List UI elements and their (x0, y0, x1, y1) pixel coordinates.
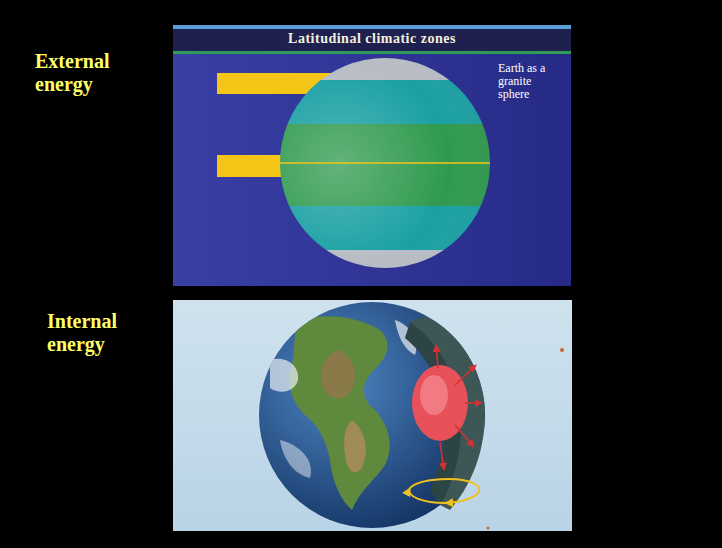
climate-panel (173, 25, 571, 286)
section-label: External energy (35, 50, 155, 96)
granite-sphere (270, 55, 500, 275)
panel-title: Latitudinal climatic zones (173, 31, 571, 47)
earth-interior-panel (173, 300, 572, 531)
continents (270, 316, 416, 510)
section-label: Internal energy (47, 310, 167, 356)
figure-note: Earth as a granite sphere (498, 62, 564, 102)
cutaway (405, 316, 485, 510)
